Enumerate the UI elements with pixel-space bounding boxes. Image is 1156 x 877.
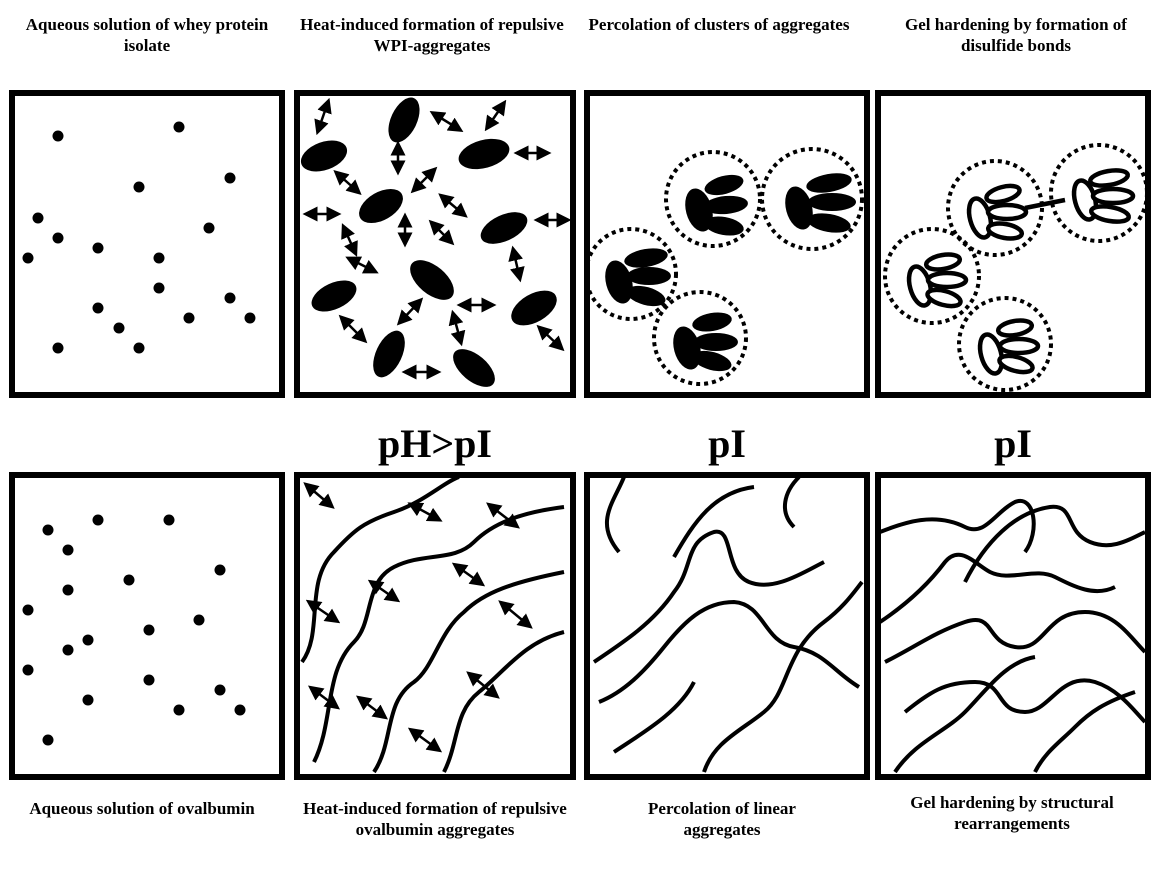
panel-top-1-whey-solution [9, 90, 285, 398]
caption-top-1: Aqueous solution of whey protein isolate [25, 15, 269, 55]
caption-bottom-1: Aqueous solution of ovalbumin [29, 799, 255, 818]
caption-bottom-3: Percolation of linear aggregates [648, 799, 796, 839]
panel-bottom-2-ovalbumin-aggregates [294, 472, 576, 780]
panel-bottom-1-ovalbumin-solution [9, 472, 285, 780]
ph-label-2: pI [708, 421, 746, 466]
panel-top-3-percolating-clusters [584, 90, 870, 398]
panel-bottom-3-percolating-linear [584, 472, 870, 780]
ph-label-1: pH>pI [378, 421, 492, 466]
ph-label-3: pI [994, 421, 1032, 466]
caption-bottom-2: Heat-induced formation of repulsive oval… [303, 799, 567, 839]
panel-top-4-disulfide-gel [875, 90, 1151, 398]
caption-top-4: Gel hardening by formation of disulfide … [905, 15, 1127, 55]
caption-top-2: Heat-induced formation of repulsive WPI-… [300, 15, 564, 55]
caption-top-3: Percolation of clusters of aggregates [588, 15, 850, 34]
panel-top-2-wpi-aggregates [294, 90, 576, 398]
caption-bottom-4: Gel hardening by structural rearrangemen… [910, 793, 1114, 833]
panel-bottom-4-rearranged-gel [875, 472, 1151, 780]
